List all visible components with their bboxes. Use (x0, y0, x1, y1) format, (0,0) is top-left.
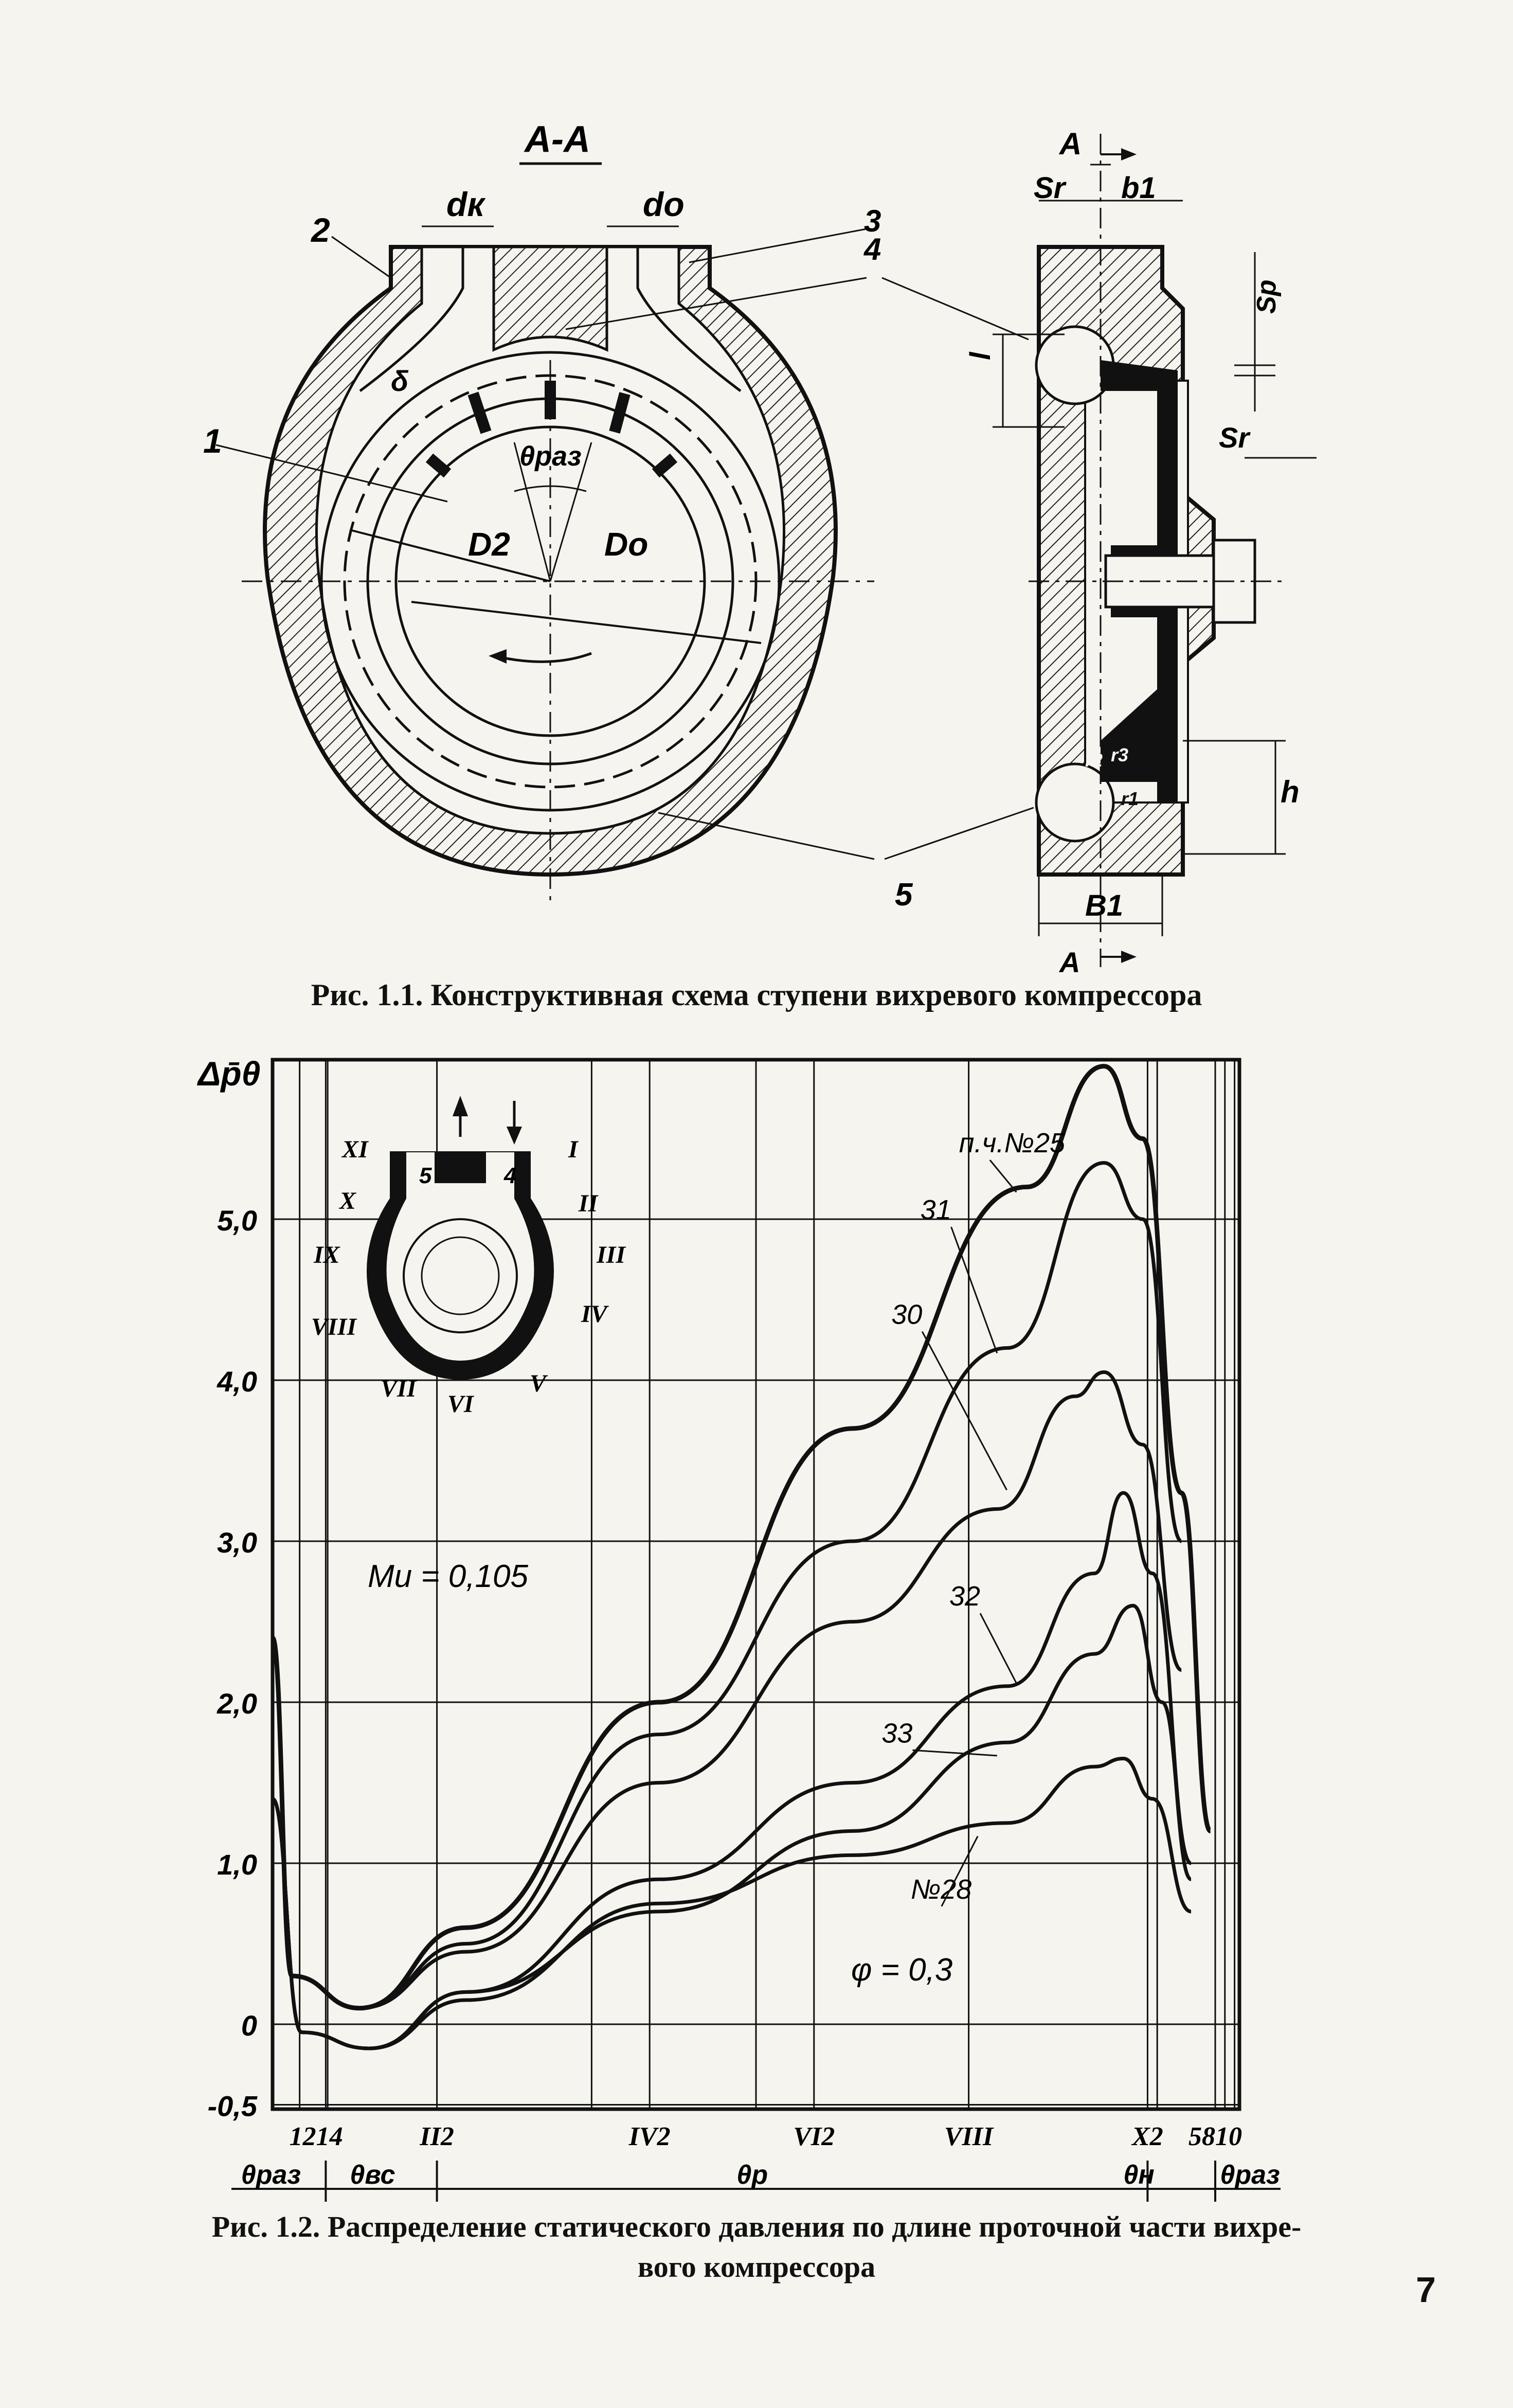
inset-label-II: II (578, 1190, 599, 1217)
x-tick-label: X2 (1131, 2122, 1163, 2151)
inset-port-4: 4 (503, 1163, 516, 1188)
series-leader-2 (921, 1331, 1007, 1491)
series-label-0: п.ч.№25 (959, 1128, 1066, 1158)
inset-label-VI: VI (447, 1390, 475, 1418)
y-tick-label: 2,0 (217, 1687, 257, 1720)
label-Sr-top: Sr (1034, 171, 1067, 205)
inset-label-X: X (338, 1187, 356, 1215)
label-D2: D2 (468, 526, 510, 563)
figure-1-1-caption: Рис. 1.1. Конструктивная схема ступени в… (311, 978, 1202, 1012)
figure-1-2-caption-line1: Рис. 1.2. Распределение статического дав… (211, 2210, 1302, 2243)
label-4: 4 (863, 232, 881, 266)
side-section-view (993, 134, 1317, 967)
label-1: 1 (203, 422, 222, 460)
label-Do: Do (604, 526, 648, 563)
series-leader-1 (950, 1226, 998, 1353)
y-tick-label: -0,5 (208, 2090, 258, 2122)
label-r2: r2 (1085, 750, 1103, 771)
x-tick-label: 5810 (1188, 2122, 1242, 2151)
series-label-1: 31 (921, 1194, 951, 1225)
y-tick-label: 0 (241, 2009, 257, 2042)
series-label-5: №28 (911, 1874, 972, 1905)
inset-label-XI: XI (341, 1136, 369, 1163)
inset-label-VIII: VIII (311, 1313, 357, 1341)
series-leader-4 (912, 1749, 997, 1757)
y-tick-label: 1,0 (217, 1848, 257, 1881)
annotation-phi: φ = 0,3 (851, 1952, 952, 1988)
x-tick-label: VIII (944, 2122, 994, 2151)
label-r3: r3 (1111, 744, 1128, 765)
label-2: 2 (310, 211, 330, 249)
inset-label-I: I (568, 1136, 579, 1163)
series-label-2: 30 (891, 1299, 922, 1330)
inset-label-III: III (596, 1241, 626, 1269)
inset-label-VII: VII (381, 1375, 418, 1402)
page-number: 7 (1416, 2270, 1436, 2310)
label-do: dо (643, 185, 685, 223)
label-l: l (964, 351, 996, 360)
label-5: 5 (895, 877, 913, 913)
x-tick-label: II2 (419, 2122, 454, 2151)
inset-label-V: V (530, 1370, 548, 1397)
label-b1: b1 (1121, 171, 1156, 205)
y-axis-label: Δp̄θ (196, 1055, 260, 1093)
label-B1: B1 (1085, 889, 1123, 922)
label-3: 3 (864, 204, 881, 238)
label-dk: dк (446, 185, 486, 223)
inset-port-5: 5 (419, 1163, 432, 1188)
y-tick-label: 4,0 (217, 1365, 257, 1398)
label-delta: δ (391, 365, 409, 397)
section-label: A-A (524, 119, 590, 160)
series-leader-3 (979, 1613, 1017, 1684)
figure-1-2-caption-line2: вого компрессора (637, 2250, 876, 2284)
figure-1-1: A-A dк dо 2 1 3 4 5 δ θраз (203, 119, 1317, 978)
inset-label-IV: IV (581, 1300, 609, 1328)
series-line-2 (271, 1370, 1182, 2010)
inset-label-IX: IX (313, 1241, 340, 1269)
label-h: h (1281, 775, 1300, 809)
zone-label-2: θр (736, 2160, 768, 2190)
x-tick-label: VI2 (793, 2122, 835, 2151)
annotation-mu: Mu = 0,105 (368, 1559, 528, 1594)
label-A-bottom: A (1058, 946, 1080, 978)
inset-diagram: 5 4 XI I X II IX III VIII IV VII VI V (311, 1096, 626, 1418)
y-tick-label: 3,0 (217, 1526, 257, 1559)
x-tick-label: IV2 (628, 2122, 671, 2151)
y-tick-label: 5,0 (217, 1204, 257, 1237)
zone-label-4: θраз (1220, 2160, 1280, 2190)
series-leader-5 (941, 1835, 979, 1907)
label-A-top: A (1058, 127, 1082, 161)
x-tick-label: 1214 (290, 2122, 343, 2151)
series-leader-0 (989, 1160, 1017, 1193)
label-Sr-mid: Sr (1219, 421, 1251, 454)
series-label-4: 33 (881, 1718, 912, 1749)
series-label-3: 32 (949, 1581, 980, 1612)
zone-label-1: θвс (350, 2160, 395, 2190)
label-r1: r1 (1121, 788, 1139, 809)
label-theta-raz: θраз (519, 441, 582, 472)
zone-label-0: θраз (241, 2160, 301, 2190)
series-line-5 (272, 1757, 1192, 2050)
zone-label-3: θн (1123, 2160, 1154, 2190)
label-Sp: Sp (1252, 280, 1282, 314)
